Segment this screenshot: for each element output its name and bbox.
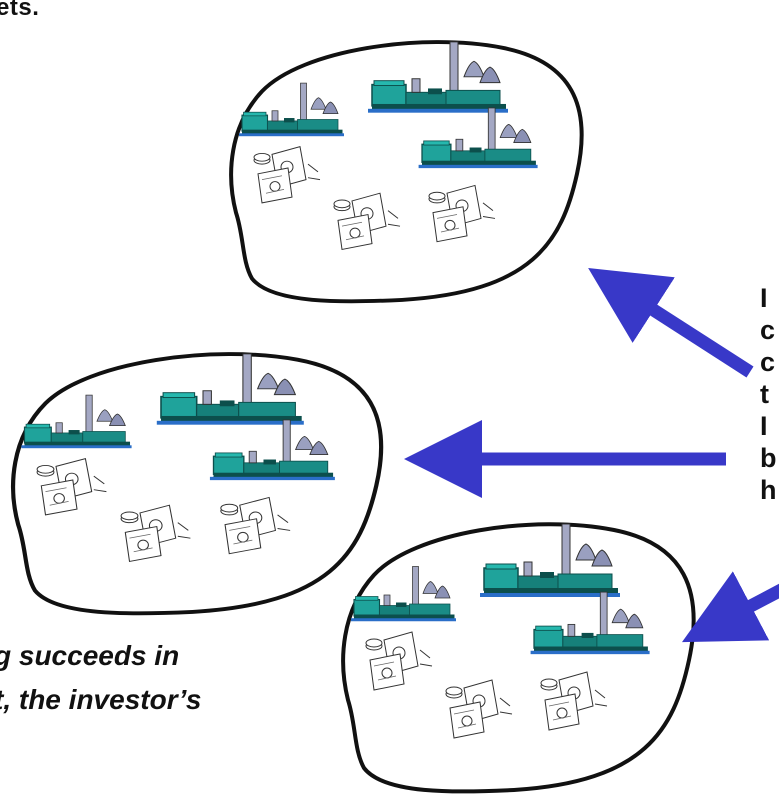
side-char: I (760, 411, 768, 441)
side-char: c (760, 315, 776, 345)
arrow-to-bottom (681, 571, 779, 643)
side-text-fragment: I c c t I b h (760, 282, 777, 506)
side-char: b (760, 443, 777, 473)
portfolio-top (231, 42, 582, 301)
caption-text: g succeeds in t, the investor’s (0, 634, 201, 722)
side-char: h (760, 475, 777, 505)
arrow-to-top (588, 267, 754, 378)
caption-line-2: t, the investor’s (0, 684, 202, 715)
portfolio-middle (13, 354, 381, 613)
side-char: t (760, 379, 769, 409)
portfolio-bottom (343, 524, 694, 792)
side-char: I (760, 283, 768, 313)
top-text-fragment: ets. (0, 0, 40, 21)
caption-line-1: g succeeds in (0, 640, 180, 671)
side-char: c (760, 347, 776, 377)
